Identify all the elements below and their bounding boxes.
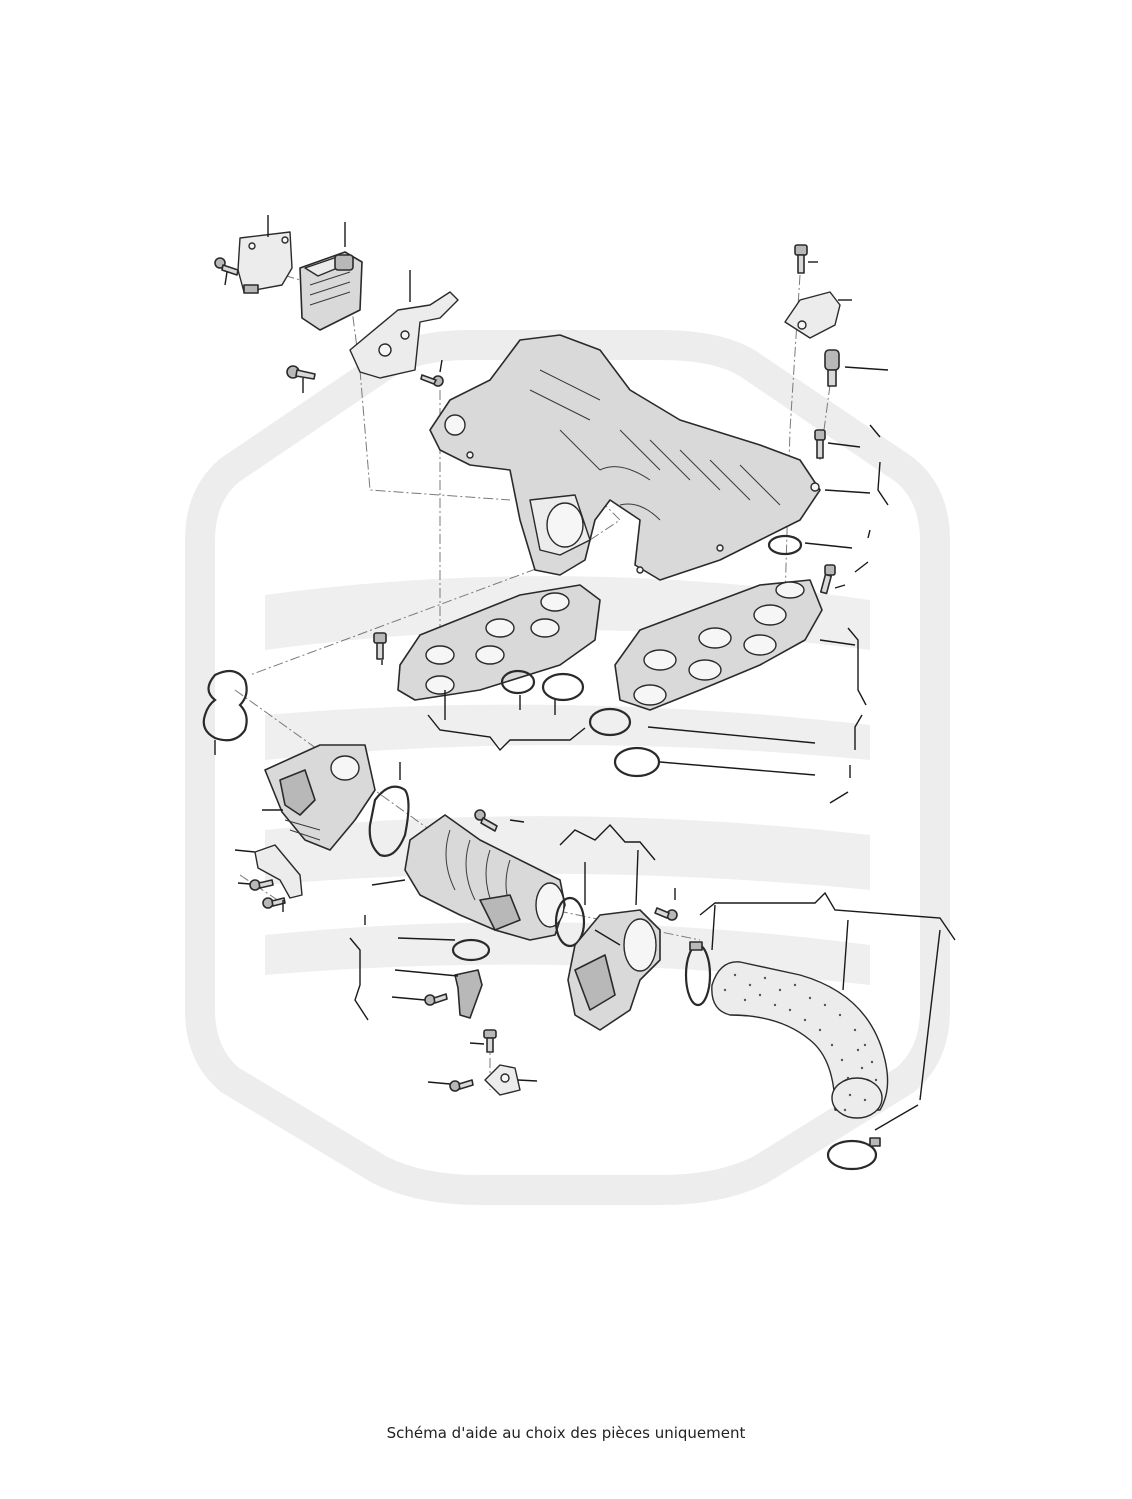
seal-ring-small-right [767, 534, 803, 556]
bolt-mid-right [814, 429, 826, 459]
mounting-bracket [349, 291, 459, 379]
clip-top-right [784, 291, 841, 339]
intake-hose [711, 961, 889, 1119]
screw-center-sensor [424, 993, 448, 1006]
screw-bottom-left [449, 1079, 474, 1092]
exploded-parts-diagram [185, 215, 956, 1205]
hose-clamp-upper [684, 941, 712, 1007]
control-module [299, 251, 363, 331]
cover-plate [237, 231, 293, 294]
screw-bottom-center [483, 1029, 497, 1053]
seal-ring-large-a [588, 707, 632, 737]
disclaimer-caption: Schéma d'aide au choix des pièces unique… [386, 1424, 746, 1442]
bracket-small-left [254, 844, 303, 899]
bolt-lower-left [373, 632, 387, 660]
screw-bracket-right [420, 374, 444, 387]
seal-ring-throttle [554, 896, 586, 948]
seal-ring-lower-left-b [541, 672, 585, 702]
seal-ring-lower-left-a [500, 669, 536, 695]
seal-ring-large-b [613, 746, 661, 778]
screw-left-b [262, 897, 286, 909]
screw-throttle [654, 907, 678, 921]
gasket-figure-eight [202, 669, 248, 742]
leader-lines [214, 215, 956, 1131]
egr-valve-housing [264, 744, 376, 851]
intake-manifold-upper [429, 334, 821, 581]
screw-center-top [474, 809, 498, 832]
intake-manifold-lower-right [614, 579, 823, 711]
sensor-top-right [824, 349, 840, 387]
bolt-lower-right [819, 564, 836, 595]
intake-manifold-lower-left [397, 584, 601, 701]
screw-bracket-left [286, 365, 316, 380]
throttle-body [567, 909, 661, 1031]
sensor-center [454, 969, 483, 1019]
gasket-oval [368, 785, 410, 857]
hose-clamp-lower [826, 1137, 881, 1171]
seal-ring-center [451, 938, 491, 962]
bolt-top-right [794, 244, 808, 274]
screw-left-a [249, 879, 274, 891]
bracket-bottom-center [484, 1064, 521, 1096]
screw-top-left [214, 257, 239, 276]
